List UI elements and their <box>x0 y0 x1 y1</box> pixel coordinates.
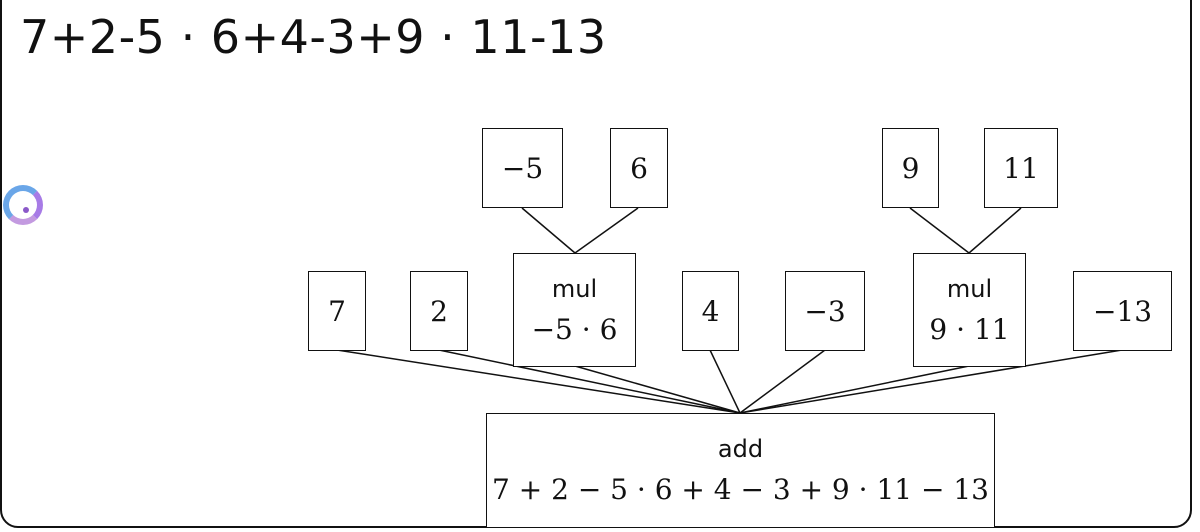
mul-node-2-expr: 9 · 11 <box>929 312 1010 346</box>
mul-node-2: mul 9 · 11 <box>913 253 1026 367</box>
leaf-4: 4 <box>682 271 739 351</box>
leaf-6-value: 6 <box>630 151 648 185</box>
edge-mul2-right <box>968 207 1022 254</box>
leaf-neg5: −5 <box>482 128 563 208</box>
add-root-expr: 7 + 2 − 5 · 6 + 4 − 3 + 9 · 11 − 13 <box>492 473 989 506</box>
add-root-node: add 7 + 2 − 5 · 6 + 4 − 3 + 9 · 11 − 13 <box>486 413 995 528</box>
leaf-neg13: −13 <box>1073 271 1172 351</box>
edge-add-neg3 <box>739 349 826 414</box>
edge-mul2-left <box>909 207 970 254</box>
edge-mul1-right <box>574 207 639 254</box>
edge-add-4 <box>709 349 741 414</box>
leaf-6: 6 <box>610 128 668 208</box>
add-root-op: add <box>717 435 764 463</box>
mul-node-1-expr: −5 · 6 <box>531 312 618 346</box>
leaf-2: 2 <box>410 271 468 351</box>
mul-node-1: mul −5 · 6 <box>513 253 636 367</box>
leaf-2-value: 2 <box>430 294 448 328</box>
leaf-11-value: 11 <box>1003 151 1039 185</box>
leaf-neg5-value: −5 <box>501 151 544 185</box>
loading-ring-icon <box>3 185 43 225</box>
leaf-7-value: 7 <box>328 294 346 328</box>
mul-node-2-op: mul <box>946 274 993 303</box>
edge-add-mul2 <box>739 365 970 414</box>
edge-mul1-left <box>521 207 576 254</box>
edge-add-7 <box>336 349 741 414</box>
leaf-11: 11 <box>984 128 1058 208</box>
leaf-9: 9 <box>882 128 939 208</box>
leaf-4-value: 4 <box>701 294 720 328</box>
leaf-neg13-value: −13 <box>1092 294 1153 328</box>
mul-node-1-op: mul <box>551 274 598 303</box>
expression-title: 7+2-5 · 6+4-3+9 · 11-13 <box>20 10 607 64</box>
edge-add-mul1 <box>574 365 741 414</box>
leaf-7: 7 <box>308 271 366 351</box>
leaf-9-value: 9 <box>901 151 920 185</box>
leaf-neg3-value: −3 <box>804 294 846 328</box>
cursor-dot <box>23 207 29 213</box>
edge-add-2 <box>438 349 741 414</box>
leaf-neg3: −3 <box>785 271 865 351</box>
edge-add-neg13 <box>739 349 1123 414</box>
